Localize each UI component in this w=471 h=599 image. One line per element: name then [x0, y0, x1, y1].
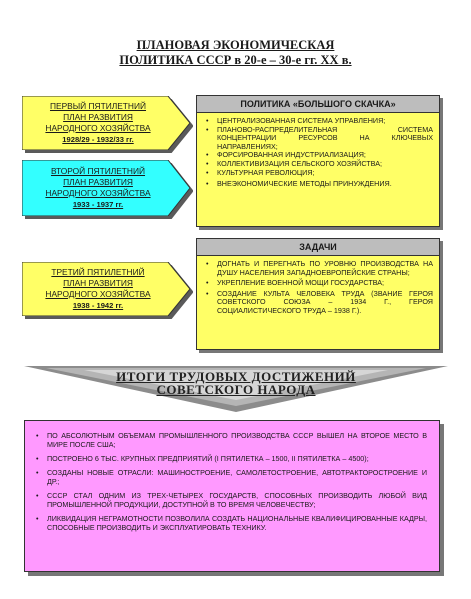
policy-item: ФОРСИРОВАННАЯ ИНДУСТРИАЛИЗАЦИЯ;	[205, 151, 433, 160]
plan-title-line3: НАРОДНОГО ХОЗЯЙСТВА	[45, 123, 151, 133]
results-panel: ПО АБСОЛЮТНЫМ ОБЪЕМАМ ПРОМЫШЛЕННОГО ПРОИ…	[24, 420, 440, 572]
task-item: СОЗДАНИЕ КУЛЬТА ЧЕЛОВЕКА ТРУДА (ЗВАНИЕ Г…	[205, 289, 433, 316]
plan-title-line3: НАРОДНОГО ХОЗЯЙСТВА	[45, 289, 151, 299]
page-title-line-1: ПЛАНОВАЯ ЭКОНОМИЧЕСКАЯ	[136, 38, 335, 52]
plan-years: 1938 - 1942 гг.	[72, 301, 124, 310]
policy-item: ЦЕНТРАЛИЗОВАННАЯ СИСТЕМА УПРАВЛЕНИЯ;	[205, 116, 433, 126]
banner-line-2: СОВЕТСКОГО НАРОДА	[156, 382, 316, 397]
task-item: УКРЕПЛЕНИЕ ВОЕННОЙ МОЩИ ГОСУДАРСТВА;	[205, 279, 433, 288]
tasks-heading: ЗАДАЧИ	[197, 239, 439, 256]
arrow-shape	[22, 262, 190, 316]
plan-years: 1928/29 - 1932/33 гг.	[62, 135, 134, 144]
arrow-shape	[22, 160, 190, 216]
page-title-line-2: ПОЛИТИКА СССР в 20-е – 30-е гг. ХХ в.	[119, 53, 352, 67]
policy-item: КУЛЬТУРНАЯ РЕВОЛЮЦИЯ;	[205, 168, 433, 178]
result-item: СССР СТАЛ ОДНИМ ИЗ ТРЕХ-ЧЕТЫРЕХ ГОСУДАРС…	[35, 491, 427, 509]
arrow-shape	[22, 96, 190, 150]
plan-title-line1: ВТОРОЙ ПЯТИЛЕТНИЙ	[50, 166, 146, 176]
banner-line-1: ИТОГИ ТРУДОВЫХ ДОСТИЖЕНИЙ	[116, 369, 356, 384]
plan-title-line2: ПЛАН РАЗВИТИЯ	[63, 177, 133, 187]
results-banner: ИТОГИ ТРУДОВЫХ ДОСТИЖЕНИЙ СОВЕТСКОГО НАР…	[24, 366, 448, 412]
plan-title-line3: НАРОДНОГО ХОЗЯЙСТВА	[45, 188, 151, 198]
plan-arrow-second: ВТОРОЙ ПЯТИЛЕТНИЙ ПЛАН РАЗВИТИЯ НАРОДНОГ…	[22, 160, 190, 216]
tasks-list: ДОГНАТЬ И ПЕРЕГНАТЬ ПО УРОВНЮ ПРОИЗВОДСТ…	[205, 259, 433, 316]
plan-title-line2: ПЛАН РАЗВИТИЯ	[63, 112, 133, 122]
policy-list: ЦЕНТРАЛИЗОВАННАЯ СИСТЕМА УПРАВЛЕНИЯ; ПЛА…	[205, 116, 433, 189]
policy-item: ПЛАНОВО-РАСПРЕДЕЛИТЕЛЬНАЯ СИСТЕМА КОНЦЕН…	[205, 125, 433, 152]
task-item: ДОГНАТЬ И ПЕРЕГНАТЬ ПО УРОВНЮ ПРОИЗВОДСТ…	[205, 259, 433, 277]
policy-heading: ПОЛИТИКА «БОЛЬШОГО СКАЧКА»	[197, 96, 439, 113]
policy-item: ВНЕЭКОНОМИЧЕСКИЕ МЕТОДЫ ПРИНУЖДЕНИЯ.	[205, 180, 433, 189]
result-item: ПО АБСОЛЮТНЫМ ОБЪЕМАМ ПРОМЫШЛЕННОГО ПРОИ…	[35, 431, 427, 449]
policy-item: КОЛЛЕКТИВИЗАЦИЯ СЕЛЬСКОГО ХОЗЯЙСТВА;	[205, 159, 433, 169]
result-item: ЛИКВИДАЦИЯ НЕГРАМОТНОСТИ ПОЗВОЛИЛА СОЗДА…	[35, 514, 427, 532]
plan-title-line2: ПЛАН РАЗВИТИЯ	[63, 278, 133, 288]
plan-years: 1933 - 1937 гг.	[72, 200, 124, 209]
plan-arrow-first: ПЕРВЫЙ ПЯТИЛЕТНИЙ ПЛАН РАЗВИТИЯ НАРОДНОГ…	[22, 96, 190, 150]
chevron-down-icon	[24, 366, 448, 412]
policy-panel: ПОЛИТИКА «БОЛЬШОГО СКАЧКА» ЦЕНТРАЛИЗОВАН…	[196, 95, 440, 227]
plan-title-line1: ПЕРВЫЙ ПЯТИЛЕТНИЙ	[49, 101, 147, 111]
plan-arrow-third: ТРЕТИЙ ПЯТИЛЕТНИЙ ПЛАН РАЗВИТИЯ НАРОДНОГ…	[22, 262, 190, 316]
result-item: СОЗДАНЫ НОВЫЕ ОТРАСЛИ: МАШИНОСТРОЕНИЕ, С…	[35, 468, 427, 486]
result-item: ПОСТРОЕНО 6 тыс. КРУПНЫХ ПРЕДПРИЯТИЙ (I …	[35, 454, 427, 463]
plan-title-line1: ТРЕТИЙ ПЯТИЛЕТНИЙ	[51, 267, 145, 277]
tasks-panel: ЗАДАЧИ ДОГНАТЬ И ПЕРЕГНАТЬ ПО УРОВНЮ ПРО…	[196, 238, 440, 350]
results-list: ПО АБСОЛЮТНЫМ ОБЪЕМАМ ПРОМЫШЛЕННОГО ПРОИ…	[35, 431, 427, 532]
